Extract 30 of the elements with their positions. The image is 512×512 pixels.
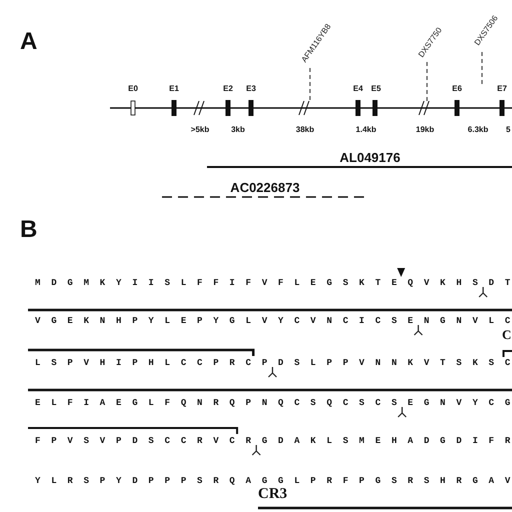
exon-label: E4 xyxy=(353,85,363,93)
sequence-line: E L F I A E G L F Q N R Q P N Q C S Q C S C S E G N V Y C G xyxy=(35,399,512,408)
leader-line xyxy=(426,62,428,102)
exon-label: E0 xyxy=(128,85,138,93)
break-mark xyxy=(418,100,430,116)
exon-label: E5 xyxy=(371,85,381,93)
intron-size: 6.3kb xyxy=(468,126,488,134)
panel-letter: B xyxy=(20,218,38,242)
clone-name: AC0226873 xyxy=(230,181,300,194)
region-label: C xyxy=(502,328,512,341)
sequence-line: F P V S V P D S C C R V C R G D A K L S M E H A D G D I F R xyxy=(35,437,512,446)
sequence-line: L S P V H I P H L C C P R C P D S L P P V N N K V T S K S C xyxy=(35,359,512,368)
exon-label: E2 xyxy=(223,85,233,93)
intron-size: 38kb xyxy=(296,126,314,134)
clone-name: AL049176 xyxy=(340,151,400,164)
sequence-line: V G E K N H P Y L E P Y G L V Y C V N C I C S E N G N V L C xyxy=(35,317,512,326)
intron-size: 3kb xyxy=(231,126,245,134)
region-label: CR3 xyxy=(258,487,288,502)
exon-label: E1 xyxy=(169,85,179,93)
intron-size: >5kb xyxy=(190,126,210,134)
intron-size: 19kb xyxy=(416,126,434,134)
sequence-line: Y L R S P Y D P P P S R Q A G G L P R F P G S R S H R G A V xyxy=(35,477,512,486)
exon-label: E6 xyxy=(452,85,462,93)
intron-size: 5 xyxy=(506,126,510,134)
intron-size: 1.4kb xyxy=(356,126,376,134)
sequence-line: M D G M K Y I I S L F F I F V F L E G S K T E Q V K H S D T xyxy=(35,279,512,288)
exon-label: E7 xyxy=(497,85,507,93)
panel-letter: A xyxy=(20,30,38,54)
break-mark xyxy=(298,100,310,116)
exon-label: E3 xyxy=(246,85,256,93)
